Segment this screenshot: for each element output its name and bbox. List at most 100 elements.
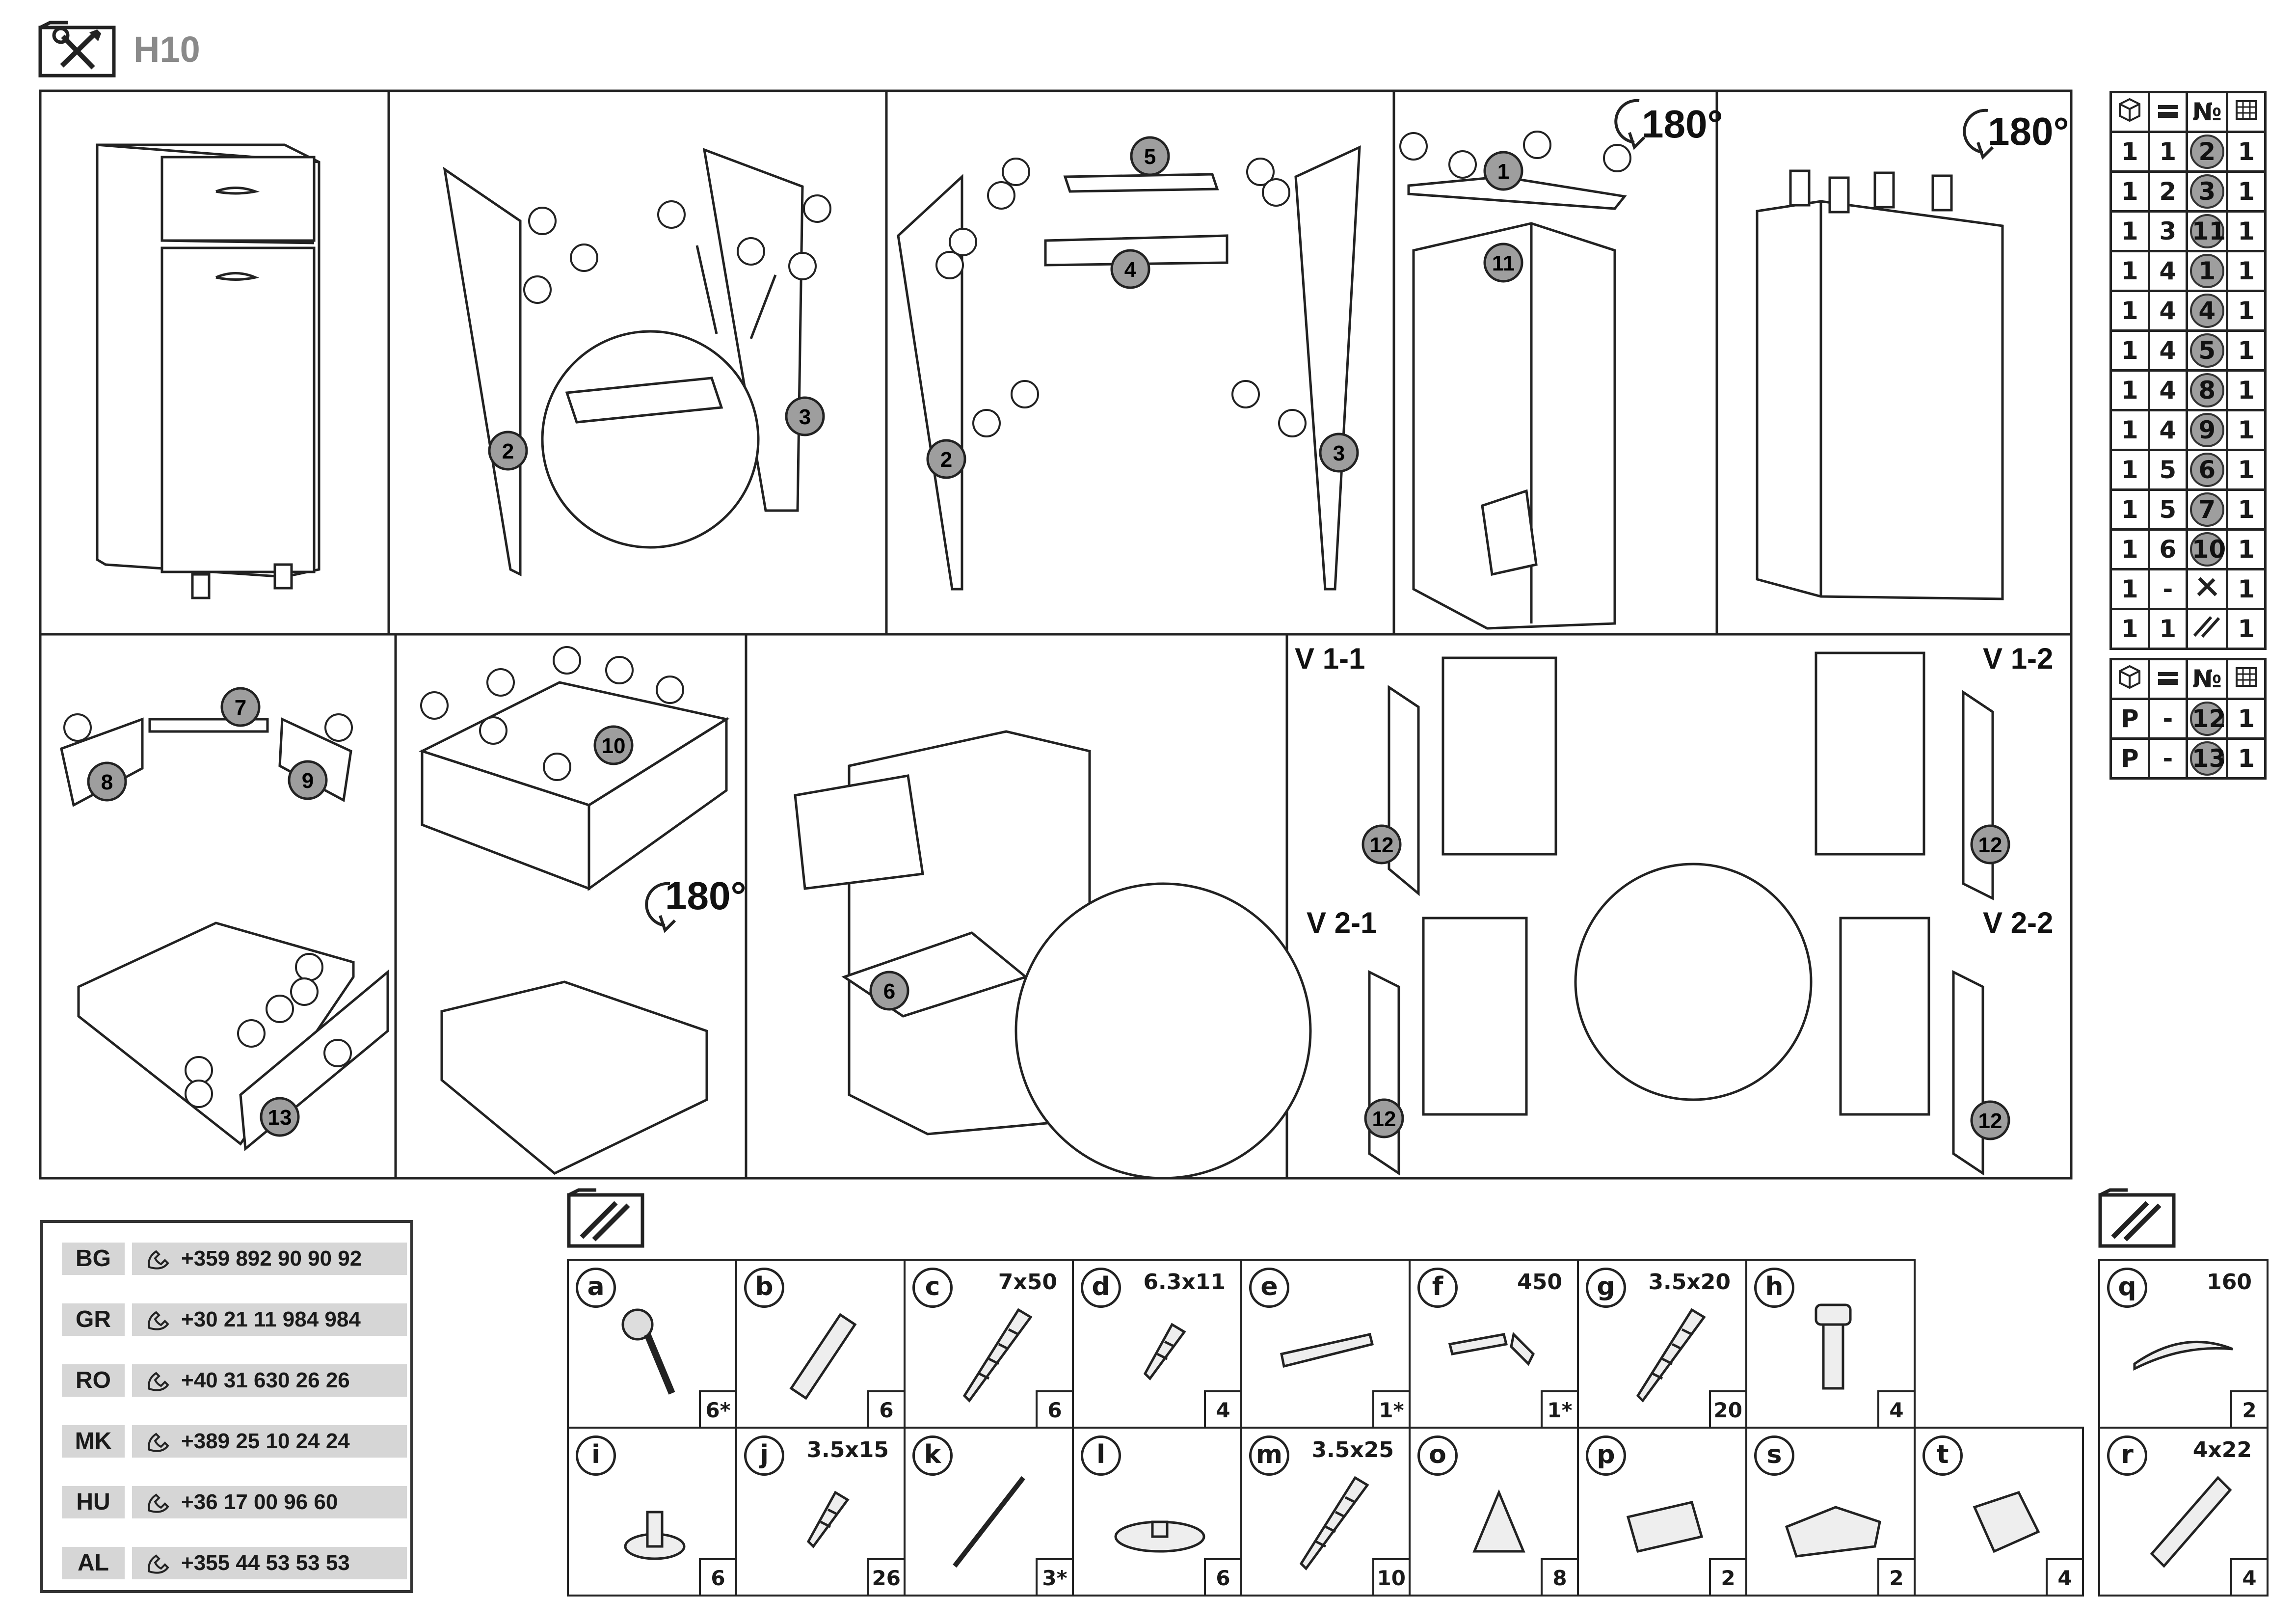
hardware-size: 3.5x25 <box>1311 1437 1394 1462</box>
cell: 3 <box>2147 210 2189 252</box>
hardware-qty: 6* <box>699 1390 735 1427</box>
cell: 1 <box>2226 449 2267 491</box>
part-marker-6: 6 <box>869 971 909 1011</box>
hardware-cell-j: j 3.5x15 26 <box>735 1427 906 1597</box>
model-title: H10 <box>133 29 200 70</box>
hardware-size: 450 <box>1517 1270 1562 1295</box>
cell: - <box>2147 698 2189 740</box>
part-number: 6 <box>2186 449 2229 491</box>
phone-icon <box>148 1372 169 1391</box>
grid-icon <box>2226 658 2267 700</box>
hardware-qty: 4 <box>1877 1390 1914 1427</box>
cell: 5 <box>2147 449 2189 491</box>
part-marker-12d: 12 <box>1970 1100 2010 1140</box>
slide-rail-icon <box>1440 1295 1553 1408</box>
variant-v12: V 1-2 <box>1983 642 2053 675</box>
country-code: BG <box>62 1243 125 1275</box>
hardware-letter: l <box>1081 1435 1121 1476</box>
cell: - <box>2147 737 2189 780</box>
hardware-letter: m <box>1249 1435 1289 1476</box>
part-marker-12c: 12 <box>1364 1098 1404 1138</box>
hardware-size: 7x50 <box>998 1270 1057 1295</box>
part-marker-13: 13 <box>260 1097 300 1137</box>
cap-icon <box>598 1463 711 1576</box>
cell: 4 <box>2147 290 2189 332</box>
part-marker-3b: 3 <box>1319 433 1359 473</box>
phone-number: +355 44 53 53 53 <box>132 1547 407 1579</box>
svg-text:10: 10 <box>602 734 626 758</box>
cell: 1 <box>2226 250 2267 292</box>
hardware-qty: 20 <box>1709 1390 1745 1427</box>
leg-icon <box>1777 1295 1890 1408</box>
cell: 5 <box>2147 488 2189 531</box>
phone-icon <box>148 1311 169 1330</box>
hardware-letter: j <box>744 1435 784 1476</box>
hardware-qty: 26 <box>867 1558 904 1595</box>
cell: 1 <box>2226 608 2267 650</box>
step-door-variants <box>1368 651 1994 1176</box>
short-screw-icon <box>1103 1295 1216 1408</box>
cell: 1 <box>2226 568 2267 610</box>
part-marker-7: 7 <box>220 687 261 727</box>
svg-text:12: 12 <box>1372 1107 1396 1131</box>
part-number: 12 <box>2186 698 2229 740</box>
cell: 1 <box>2109 449 2150 491</box>
hardware-qty: 2 <box>2230 1390 2267 1427</box>
part-marker-3: 3 <box>785 396 825 436</box>
hardware-qty: 8 <box>1541 1558 1577 1595</box>
hardware-qty: 2 <box>1709 1558 1745 1595</box>
cell: 1 <box>2109 131 2150 173</box>
short-screw-icon <box>767 1463 880 1576</box>
part-marker-11: 11 <box>1483 243 1523 283</box>
screws-icon-extra <box>2098 1188 2176 1248</box>
part-marker-12a: 12 <box>1362 824 1402 865</box>
svg-text:2: 2 <box>502 439 514 463</box>
part-marker-8: 8 <box>87 761 127 802</box>
phone-icon <box>148 1554 169 1574</box>
part-marker-1: 1 <box>1483 151 1523 191</box>
hardware-size: 4x22 <box>2192 1437 2252 1462</box>
cell: 1 <box>2147 131 2189 173</box>
step-runners <box>794 730 1312 1180</box>
blank-cell <box>1915 1260 2083 1428</box>
screw-icon <box>1272 1463 1385 1576</box>
cell: 1 <box>2109 210 2150 252</box>
hardware-size: 3.5x15 <box>806 1437 889 1462</box>
phone-number: +359 892 90 90 92 <box>132 1243 407 1275</box>
svg-text:7: 7 <box>235 696 246 720</box>
part-number: 10 <box>2186 528 2229 570</box>
cell: 1 <box>2226 131 2267 173</box>
hardware-qty: 1* <box>1541 1390 1577 1427</box>
hardware-qty: 1* <box>1372 1390 1409 1427</box>
cell: P <box>2109 737 2150 780</box>
cell: 2 <box>2147 170 2189 213</box>
hardware-letter: q <box>2107 1268 2147 1308</box>
part-number: 11 <box>2186 210 2229 252</box>
part-marker-10: 10 <box>593 725 634 765</box>
country-code: MK <box>62 1425 125 1458</box>
part-marker-9: 9 <box>288 760 328 800</box>
hardware-qty: 4 <box>2046 1558 2082 1595</box>
hardware-letter: h <box>1754 1268 1794 1308</box>
variant-v11: V 1-1 <box>1295 642 1365 675</box>
phone-number: +389 25 10 24 24 <box>132 1425 407 1458</box>
hardware-letter: f <box>1417 1268 1458 1308</box>
part-number: 2 <box>2186 131 2229 173</box>
svg-text:4: 4 <box>1124 258 1137 282</box>
